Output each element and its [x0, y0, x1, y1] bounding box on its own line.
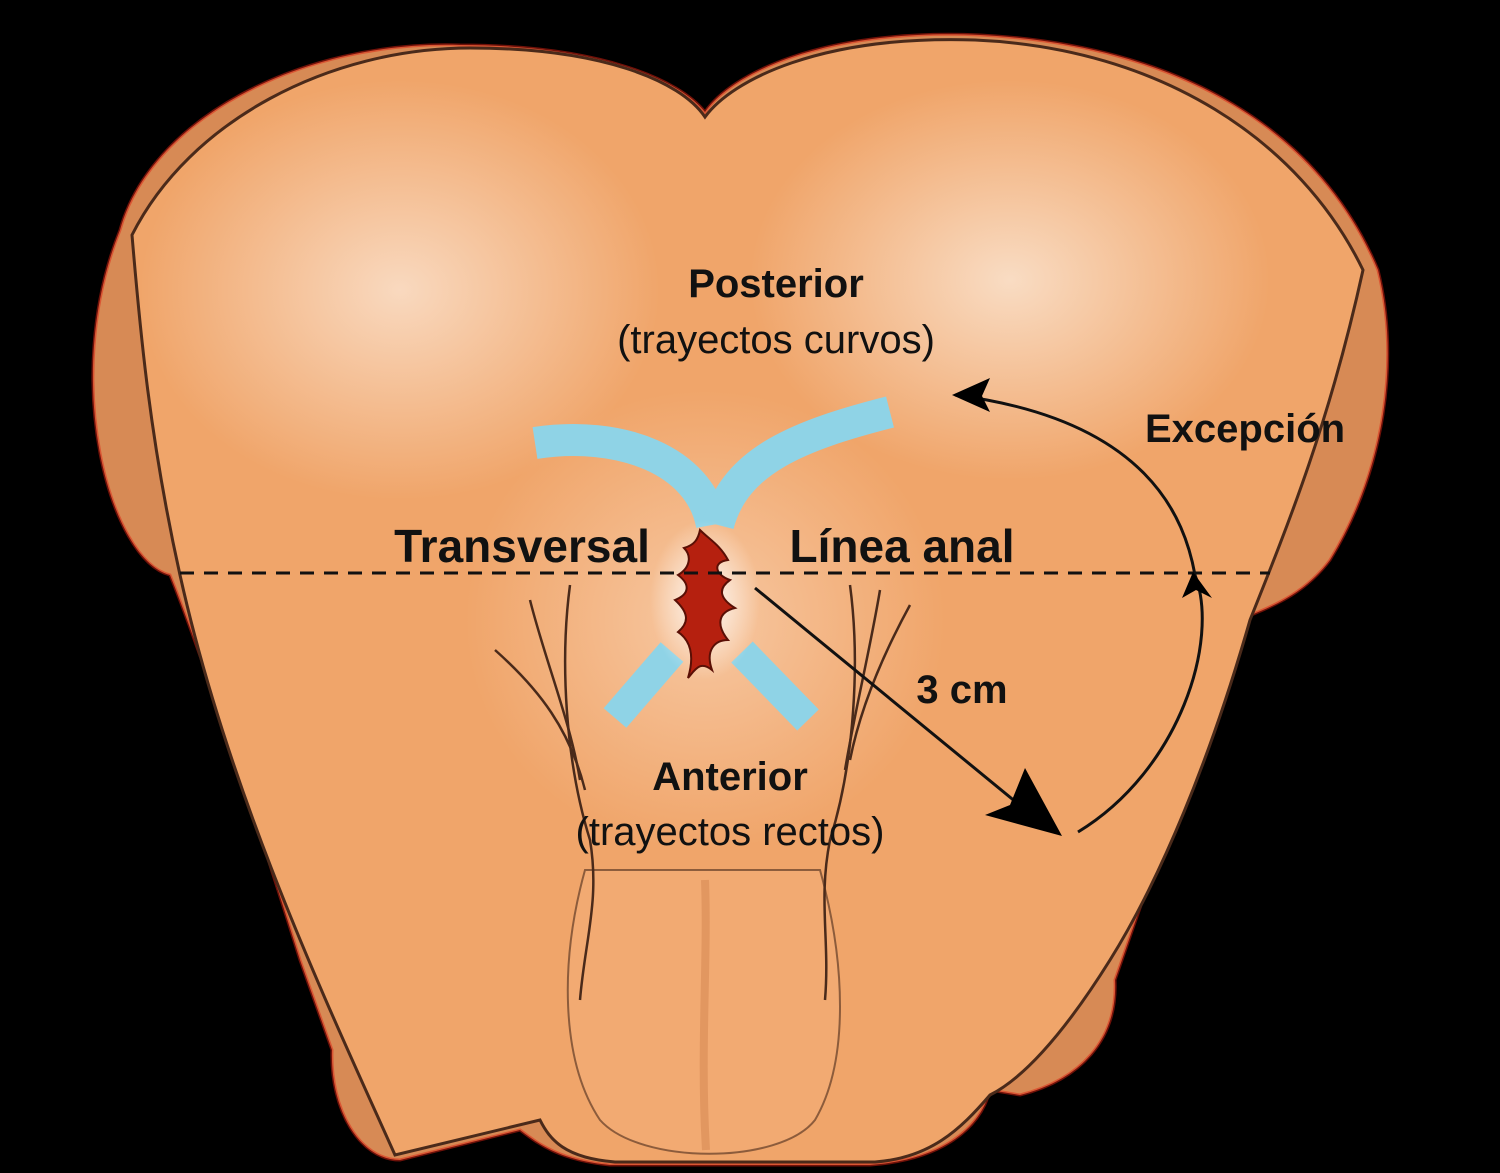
scrotum-raphe — [699, 879, 710, 1151]
body-outline-group — [91, 32, 1390, 1167]
anus — [650, 520, 760, 680]
left-thigh-fold-3 — [494, 649, 587, 791]
right-buttock-highlight — [750, 80, 1270, 480]
left-thigh-fold — [563, 584, 595, 1001]
anterior-tract-left — [603, 642, 684, 728]
distance-arrowhead — [985, 768, 1062, 836]
fistula-tracts — [532, 396, 894, 731]
anterior-sub-label: (trayectos rectos) — [576, 810, 885, 854]
transversal-label: Transversal — [394, 520, 650, 572]
posterior-tract-left — [532, 424, 728, 529]
right-thigh-fold-2 — [843, 589, 882, 771]
left-buttock-highlight — [140, 80, 660, 500]
right-thigh-fold — [823, 584, 857, 1001]
exception-arrowhead-mid — [1182, 572, 1212, 598]
excepcion-label: Excepción — [1145, 407, 1345, 451]
distance-label: 3 cm — [916, 668, 1007, 712]
posterior-tract-right — [702, 396, 894, 530]
posterior-sub-label: (trayectos curvos) — [617, 318, 935, 362]
exception-arrowhead-top — [952, 378, 990, 412]
anus-icon — [673, 527, 738, 679]
posterior-label: Posterior — [688, 262, 864, 306]
anterior-tract-right — [731, 641, 819, 731]
distance-arrow — [754, 586, 1051, 832]
anterior-label: Anterior — [652, 755, 808, 799]
linea-anal-label: Línea anal — [790, 520, 1015, 572]
